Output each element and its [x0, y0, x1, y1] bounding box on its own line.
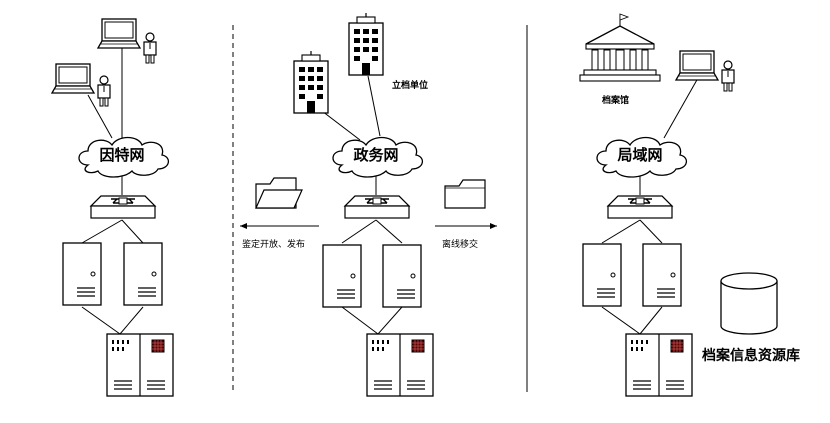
- storage-icon: [366, 333, 434, 397]
- building-icon: [348, 12, 384, 76]
- user-icon: [97, 75, 111, 107]
- server-icon: [322, 244, 362, 308]
- user-icon: [721, 60, 735, 92]
- switch-icon: [344, 195, 410, 219]
- resource-label: 档案信息资源库: [702, 347, 800, 364]
- server-icon: [62, 242, 102, 306]
- switch-icon: [90, 195, 156, 219]
- user-icon: [143, 32, 157, 64]
- arrow-label-publish: 鉴定开放、发布: [242, 238, 305, 250]
- database-icon: [720, 272, 778, 335]
- storage-icon: [106, 333, 174, 397]
- open-folder-icon: [255, 177, 303, 209]
- section-local-network: 档案馆 局域网 档案信息资源库: [579, 13, 800, 397]
- switch-icon: [607, 195, 673, 219]
- server-icon: [382, 244, 422, 308]
- section-government-network: 立档单位 政务网 鉴定开放、发布 离线移交: [240, 12, 497, 397]
- server-icon: [582, 243, 622, 307]
- section-internet: 因特网: [51, 18, 174, 397]
- folder-icon: [444, 179, 486, 209]
- server-icon: [642, 243, 682, 307]
- server-icon: [123, 242, 163, 306]
- laptop-icon: [675, 50, 719, 81]
- network-label-government: 政务网: [353, 146, 398, 164]
- building-label-unit: 立档单位: [392, 79, 428, 91]
- building-icon: [293, 50, 329, 114]
- network-label-internet: 因特网: [99, 146, 144, 164]
- laptop-icon: [51, 63, 95, 94]
- laptop-icon: [97, 18, 141, 49]
- building-label-archive: 档案馆: [602, 94, 629, 106]
- archive-hall-icon: [579, 13, 661, 82]
- network-label-lan: 局域网: [616, 146, 662, 164]
- arrow-label-transfer: 离线移交: [442, 238, 478, 250]
- storage-icon: [625, 333, 693, 397]
